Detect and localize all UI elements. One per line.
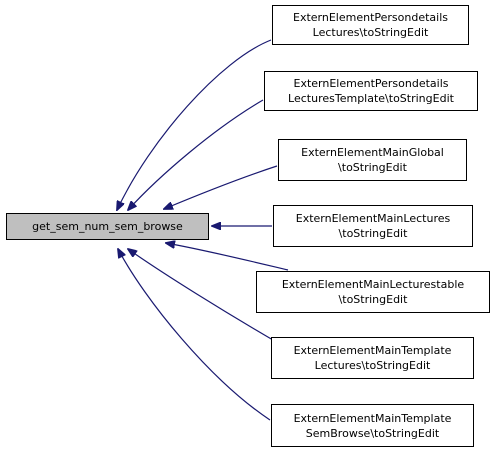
caller-label-line2: Lectures\toStringEdit xyxy=(312,26,429,39)
root-function-label: get_sem_num_sem_browse xyxy=(32,220,183,233)
caller-node-mainlectures[interactable]: ExternElementMainLectures \toStringEdit xyxy=(273,205,473,247)
caller-label-line1: ExternElementMainTemplate xyxy=(293,411,452,425)
caller-node-maintemplate-sembrowse[interactable]: ExternElementMainTemplate SemBrowse\toSt… xyxy=(271,404,474,447)
caller-node-persondetails-lecturestemplate[interactable]: ExternElementPersondetails LecturesTempl… xyxy=(264,71,478,111)
root-function-node[interactable]: get_sem_num_sem_browse xyxy=(6,213,209,240)
caller-label-line1: ExternElementPersondetails xyxy=(293,77,449,90)
caller-label-line2: \toStringEdit xyxy=(338,227,408,240)
edge-maintemplate-sembrowse xyxy=(118,249,271,421)
caller-label-line2: LecturesTemplate\toStringEdit xyxy=(288,92,454,105)
caller-node-persondetails-lectures[interactable]: ExternElementPersondetails Lectures\toSt… xyxy=(272,5,469,45)
caller-label-line1: ExternElementMainLectures xyxy=(295,212,451,225)
caller-label-line1: ExternElementPersondetails xyxy=(293,11,448,24)
caller-label-line2: SemBrowse\toStringEdit xyxy=(305,426,440,440)
caller-label-line2: \toStringEdit xyxy=(338,293,408,306)
edge-maintemplate-lectures xyxy=(128,249,274,341)
caller-node-maintemplate-lectures[interactable]: ExternElementMainTemplate Lectures\toStr… xyxy=(271,337,474,379)
caller-node-mainglobal[interactable]: ExternElementMainGlobal \toStringEdit xyxy=(278,139,467,181)
edge-mainlecturestable xyxy=(166,243,289,271)
edge-persondetails-lecturestemplate xyxy=(128,99,264,210)
caller-label-line2: Lectures\toStringEdit xyxy=(314,359,431,372)
edge-mainglobal xyxy=(164,165,278,209)
caller-label-line1: ExternElementMainGlobal xyxy=(301,146,444,159)
caller-label-line1: ExternElementMainTemplate xyxy=(293,344,452,357)
edge-persondetails-lectures xyxy=(117,39,272,210)
caller-label-line2: \toStringEdit xyxy=(338,161,407,174)
caller-label-line1: ExternElementMainLecturestable xyxy=(281,278,465,291)
caller-node-mainlecturestable[interactable]: ExternElementMainLecturestable \toString… xyxy=(256,271,490,313)
